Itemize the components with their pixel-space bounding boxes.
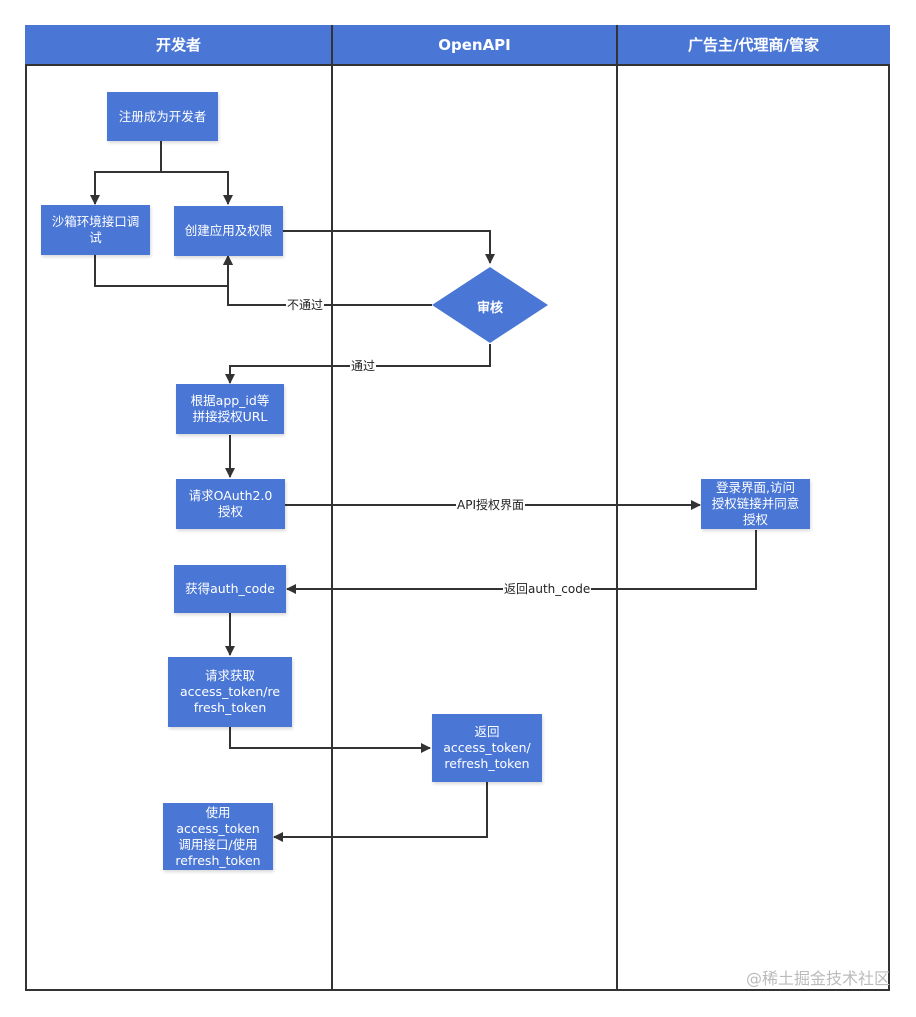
review-label: 审核 [477,301,504,316]
edge-sandbox-create [94,255,233,287]
edge-register-split [90,141,162,205]
edge-label-not-passed: 不通过 [286,298,325,312]
edge-return-use [273,782,488,842]
edge-review-fail [223,255,432,306]
edge-label-api-auth-page: API授权界面 [456,498,525,512]
node-request-token: 请求获取 access_token/re fresh_token [168,657,292,727]
lane-divider [331,25,333,991]
lane-header-openapi: OpenAPI [332,25,617,66]
node-login-page: 登录界面,访问 授权链接并同意 授权 [701,479,810,529]
lane-header-developer: 开发者 [25,25,332,66]
node-sandbox: 沙箱环境接口调 试 [41,205,150,255]
edge-login-code [286,530,757,594]
edge-label-return-code: 返回auth_code [503,582,592,596]
node-get-code: 获得auth_code [174,565,286,613]
edge-create-review [283,230,495,264]
node-register: 注册成为开发者 [107,92,218,141]
lane-header-advertiser: 广告主/代理商/管家 [617,25,890,66]
edge-register-create [161,171,233,205]
watermark: @稀土掘金技术社区 [745,969,890,988]
node-request-oauth: 请求OAuth2.0 授权 [176,479,285,529]
node-build-url: 根据app_id等 拼接授权URL [176,384,284,434]
node-use-token: 使用 access_token 调用接口/使用 refresh_token [163,803,273,870]
edge-token-return [229,727,431,753]
node-create-app: 创建应用及权限 [174,206,283,256]
lane-divider [616,25,618,991]
review-diamond [432,267,548,343]
node-return-token: 返回 access_token/ refresh_token [432,714,542,782]
edge-label-passed: 通过 [350,359,377,373]
